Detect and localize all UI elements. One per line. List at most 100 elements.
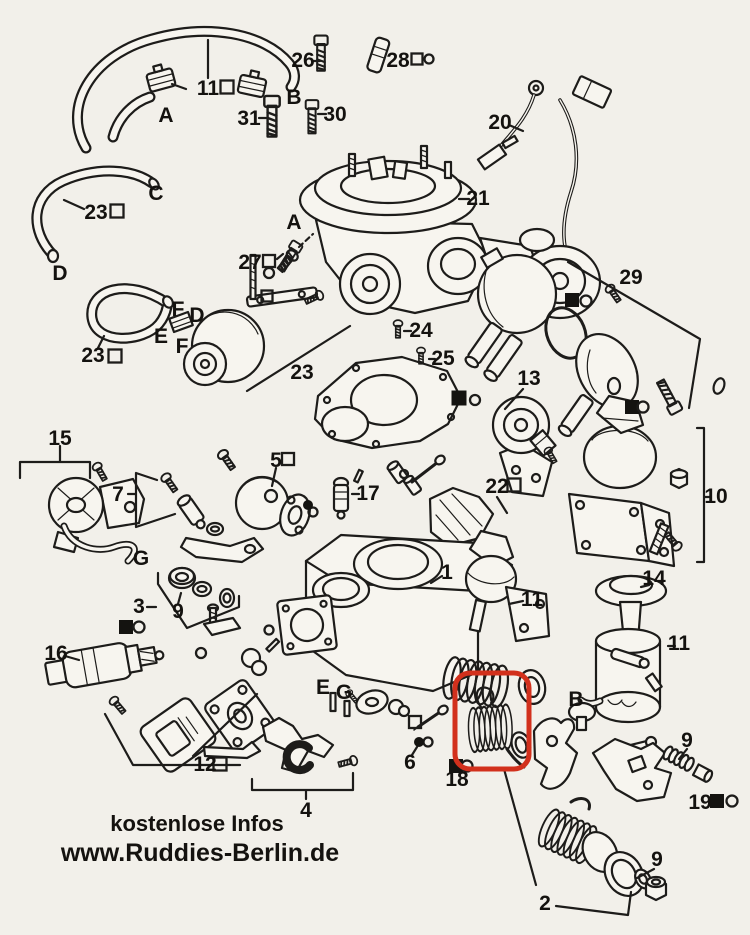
piston-cup-11 <box>577 627 663 724</box>
delay-valve-17 <box>332 468 364 520</box>
part-label-23: 23 <box>84 201 107 224</box>
gasket <box>313 355 463 450</box>
open-square-marker <box>506 477 522 493</box>
part-label-1: 1 <box>441 561 453 584</box>
part-label-9: 9 <box>651 848 663 871</box>
mixture-group-7 <box>158 470 265 564</box>
connection-label-G: G <box>133 547 149 570</box>
part-label-9: 9 <box>172 600 184 623</box>
connection-label-D: D <box>52 262 67 285</box>
part-labels: 1234567999101111111213141516171819202122… <box>44 49 727 915</box>
clamp-lever-4 <box>261 716 360 775</box>
part-label-2: 2 <box>539 892 551 915</box>
part-label-7: 7 <box>112 483 124 506</box>
hose-top-left <box>72 25 300 154</box>
part-label-11: 11 <box>197 77 220 100</box>
part-label-29: 29 <box>619 266 642 289</box>
open-square-marker <box>107 348 123 364</box>
part-label-30: 30 <box>323 103 346 126</box>
part-label-22: 22 <box>485 475 508 498</box>
pulldown-group-10 <box>567 394 689 568</box>
leader-lines <box>18 38 712 917</box>
part-label-9: 9 <box>681 729 693 752</box>
fasteners-top <box>263 34 391 138</box>
diaphragm-5 <box>215 447 311 537</box>
hose-cd-23 <box>31 165 160 264</box>
fastener-group-3-9 <box>167 566 242 637</box>
filled-square-marker <box>710 794 724 808</box>
open-square-marker <box>280 451 296 467</box>
connection-label-F: F <box>172 298 185 321</box>
watermark-line2: www.Ruddies-Berlin.de <box>60 839 339 867</box>
part-label-15: 15 <box>48 427 72 450</box>
cutoff-solenoid-16 <box>44 642 165 689</box>
part-label-26: 26 <box>291 49 314 72</box>
part-label-11: 11 <box>521 588 544 611</box>
part-label-24: 24 <box>409 319 433 342</box>
watermark-line1: kostenlose Infos <box>110 811 284 836</box>
carburetor-body-1 <box>240 529 551 718</box>
open-circle-marker <box>262 266 276 280</box>
part-label-6: 6 <box>404 751 416 774</box>
part-label-27: 27 <box>238 251 261 274</box>
throttle-linkage <box>532 701 673 803</box>
part-label-14: 14 <box>642 567 666 590</box>
filled-square-marker <box>565 293 579 307</box>
filled-square-marker <box>451 390 467 406</box>
highlight-box <box>452 670 532 772</box>
part-label-19: 19 <box>688 791 711 814</box>
part-label-23: 23 <box>81 344 104 367</box>
filled-circle-marker <box>414 737 424 747</box>
open-circle-marker <box>398 468 410 480</box>
part-label-31: 31 <box>237 107 261 130</box>
connection-label-C: C <box>148 182 163 205</box>
connection-label-E: E <box>154 325 168 348</box>
valve-15 <box>47 460 146 565</box>
open-circle-marker <box>263 624 275 636</box>
part-label-11: 11 <box>668 632 691 655</box>
part-label-20: 20 <box>488 111 511 134</box>
open-square-marker <box>212 756 228 772</box>
part-label-13: 13 <box>517 367 540 390</box>
part-label-28: 28 <box>386 49 410 72</box>
connection-label-F: F <box>176 335 189 358</box>
open-circle-marker <box>636 400 650 414</box>
open-circle-marker <box>725 794 739 808</box>
connection-label-B: B <box>568 688 583 711</box>
part-label-4: 4 <box>300 799 312 822</box>
open-circle-marker <box>468 393 482 407</box>
part-label-17: 17 <box>356 482 379 505</box>
open-square-marker <box>407 714 423 730</box>
spring-screw-9 <box>662 745 714 783</box>
spring-piston-2 <box>533 797 668 902</box>
reference-symbols <box>107 52 739 808</box>
part-label-5: 5 <box>270 449 282 472</box>
solenoid-13 <box>491 395 560 498</box>
open-circle-marker <box>132 620 146 634</box>
open-circle-marker <box>423 53 435 65</box>
part-label-3: 3 <box>133 595 145 618</box>
connection-label-A: A <box>286 211 301 234</box>
pump-group-29 <box>464 247 726 438</box>
filled-circle-marker <box>303 500 313 510</box>
connection-label-B: B <box>286 86 301 109</box>
open-square-marker <box>260 289 274 303</box>
connection-label-G: G <box>336 681 352 704</box>
part-label-10: 10 <box>704 485 727 508</box>
open-circle-marker <box>579 294 593 308</box>
part-label-16: 16 <box>44 642 67 665</box>
connection-label-E: E <box>316 676 330 699</box>
part-label-21: 21 <box>466 187 490 210</box>
part-label-12: 12 <box>193 753 216 776</box>
filled-square-marker <box>119 620 133 634</box>
hose-ef-23 <box>86 283 175 344</box>
open-circle-marker <box>307 506 319 518</box>
vacuum-unit-23 <box>168 238 326 387</box>
part-label-23: 23 <box>290 361 313 384</box>
watermark: kostenlose Infos www.Ruddies-Berlin.de <box>60 811 339 867</box>
open-square-marker <box>109 203 125 219</box>
part-label-25: 25 <box>431 347 455 370</box>
open-square-marker <box>410 52 424 66</box>
open-square-marker <box>219 79 235 95</box>
